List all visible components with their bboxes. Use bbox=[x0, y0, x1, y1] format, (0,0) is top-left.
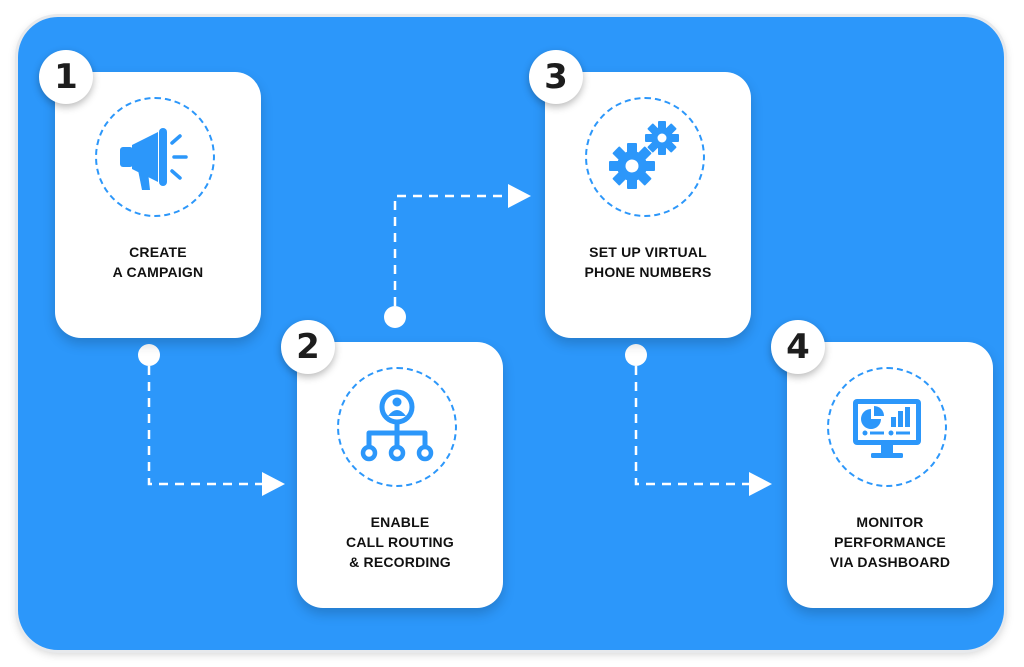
step-badge-3: 3 bbox=[529, 50, 583, 104]
step-card-2: ENABLE CALL ROUTING & RECORDING bbox=[297, 342, 503, 608]
step-label-2: ENABLE CALL ROUTING & RECORDING bbox=[346, 514, 454, 570]
icon-ring-2 bbox=[337, 367, 457, 487]
step-badge-2: 2 bbox=[281, 320, 335, 374]
step-card-4: MONITOR PERFORMANCE VIA DASHBOARD bbox=[787, 342, 993, 608]
step-card-3: SET UP VIRTUAL PHONE NUMBERS bbox=[545, 72, 751, 338]
icon-ring-1 bbox=[95, 97, 215, 217]
step-label-3: SET UP VIRTUAL PHONE NUMBERS bbox=[584, 244, 712, 280]
step-badge-1: 1 bbox=[39, 50, 93, 104]
dashboard-monitor-icon bbox=[853, 399, 921, 458]
gears-icon bbox=[609, 121, 679, 189]
step-label-4: MONITOR PERFORMANCE VIA DASHBOARD bbox=[829, 514, 951, 570]
step-card-1: CREATE A CAMPAIGN bbox=[55, 72, 261, 338]
call-routing-icon bbox=[360, 389, 434, 462]
step-label-1: CREATE A CAMPAIGN bbox=[112, 244, 204, 280]
step-badge-4: 4 bbox=[771, 320, 825, 374]
megaphone-icon bbox=[120, 128, 188, 190]
icon-ring-3 bbox=[585, 97, 705, 217]
icon-ring-4 bbox=[827, 367, 947, 487]
